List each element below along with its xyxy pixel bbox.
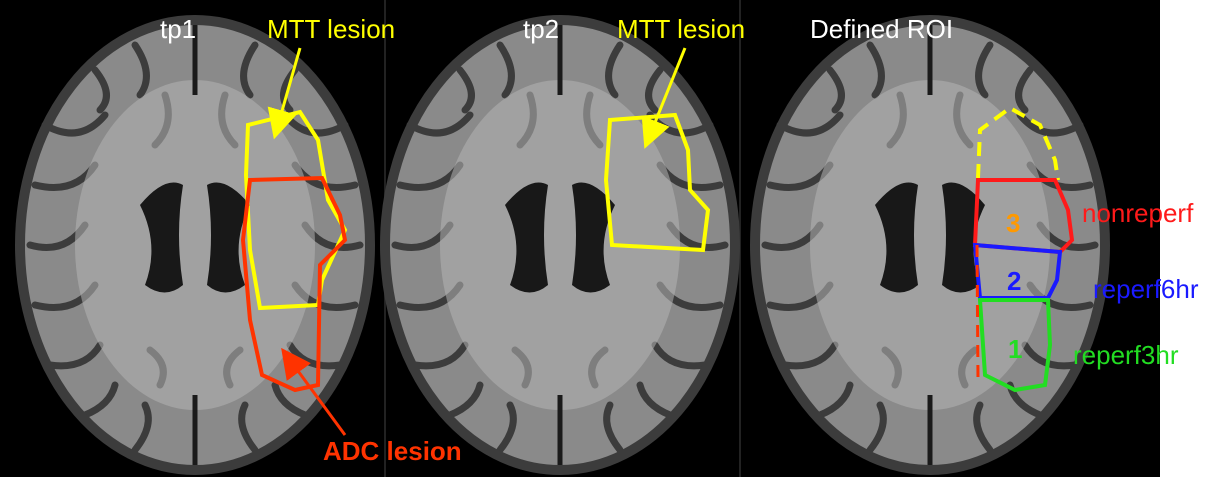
panel-title-tp1: tp1 [160, 14, 196, 44]
legend-reperf3hr: reperf3hr [1073, 340, 1179, 370]
region-number-3: 3 [1006, 208, 1020, 238]
brain-slice-roi [755, 20, 1105, 470]
brain-slice-tp1 [20, 20, 370, 470]
brain-slice-tp2 [385, 20, 735, 470]
legend-nonreperf: nonreperf [1082, 198, 1194, 228]
mtt-lesion-label-tp2: MTT lesion [617, 14, 745, 44]
region-number-2: 2 [1007, 266, 1021, 296]
region-number-1: 1 [1008, 334, 1022, 364]
legend-reperf6hr: reperf6hr [1093, 274, 1199, 304]
mtt-lesion-label-tp1: MTT lesion [267, 14, 395, 44]
adc-lesion-label: ADC lesion [323, 436, 462, 466]
panel-title-roi: Defined ROI [810, 14, 953, 44]
panel-title-tp2: tp2 [523, 14, 559, 44]
